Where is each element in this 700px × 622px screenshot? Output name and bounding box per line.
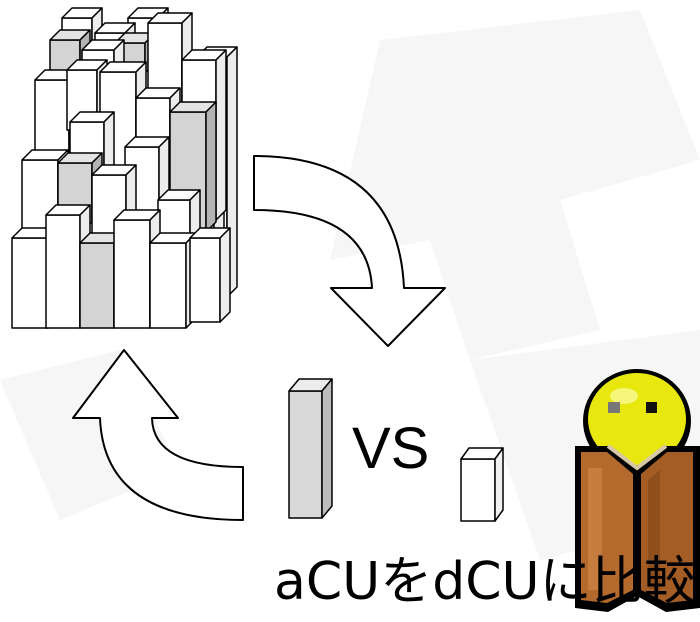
white-cu-box xyxy=(460,447,504,522)
caption: aCUをdCUに比較 xyxy=(274,552,696,612)
box-cluster xyxy=(11,7,238,329)
curved-arrow-up xyxy=(72,349,244,521)
cluster-box xyxy=(189,227,231,323)
curved-arrow-down xyxy=(253,155,446,347)
cluster-box xyxy=(149,232,197,329)
cluster-box xyxy=(147,12,193,104)
reading-smiley-icon xyxy=(575,369,700,612)
vs-label: VS xyxy=(352,416,430,481)
grey-cu-box xyxy=(288,378,333,519)
cluster-box xyxy=(157,189,201,241)
